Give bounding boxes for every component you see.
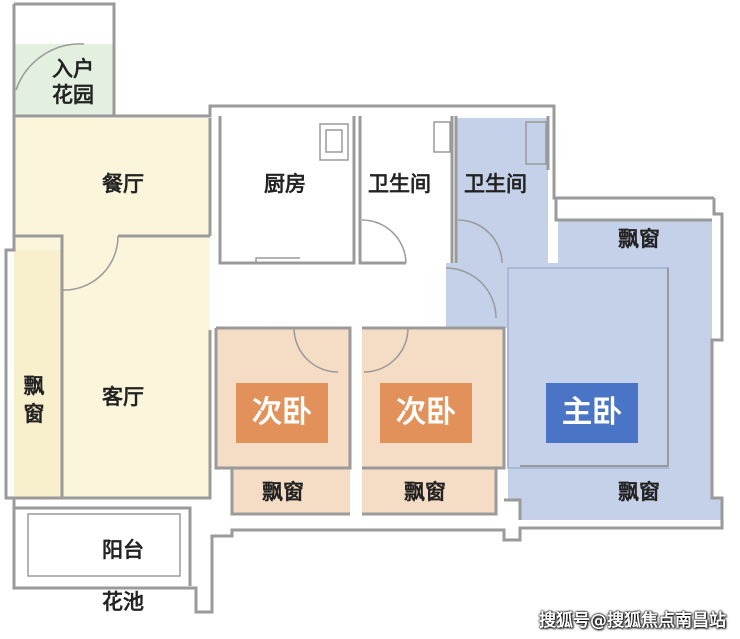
master-bedroom-badge: 主卧	[546, 383, 638, 443]
planter-label: 花池	[102, 590, 144, 614]
bedroom-1-bay-area	[232, 468, 350, 514]
watermark: 搜狐号@搜狐焦点南昌站	[539, 611, 726, 631]
master-bay-top-label: 飘窗	[618, 227, 660, 251]
living-bay-window-label: 飘窗	[23, 374, 45, 426]
door-swings	[15, 43, 503, 373]
fixtures	[319, 121, 547, 165]
hallway-area	[210, 263, 446, 323]
balcony-label: 阳台	[102, 538, 144, 562]
bath-2-area	[456, 118, 548, 263]
bedroom-2-bay-area	[362, 468, 496, 514]
bedroom-2-badge: 次卧	[380, 383, 472, 443]
living-bay-window-area	[14, 250, 62, 498]
bath-1-area	[360, 118, 452, 263]
bedroom-2-bay-label: 飘窗	[404, 480, 446, 504]
master-bedroom-area	[446, 220, 722, 520]
walls	[4, 2, 724, 614]
master-bay-bottom-label: 飘窗	[618, 480, 660, 504]
dining-area	[14, 118, 210, 236]
entrance-garden-label: 入户 花园	[52, 57, 94, 107]
kitchen-label: 厨房	[264, 172, 306, 196]
bath-1-label: 卫生间	[368, 172, 431, 196]
dining-label: 餐厅	[102, 172, 144, 196]
bedroom-1-badge: 次卧	[236, 383, 328, 443]
entrance-garden-area	[14, 44, 114, 116]
bedroom-1-bay-label: 飘窗	[262, 480, 304, 504]
kitchen-area	[220, 118, 354, 263]
bath-2-label: 卫生间	[464, 172, 527, 196]
balcony-area	[14, 508, 190, 586]
living-label: 客厅	[102, 385, 144, 409]
